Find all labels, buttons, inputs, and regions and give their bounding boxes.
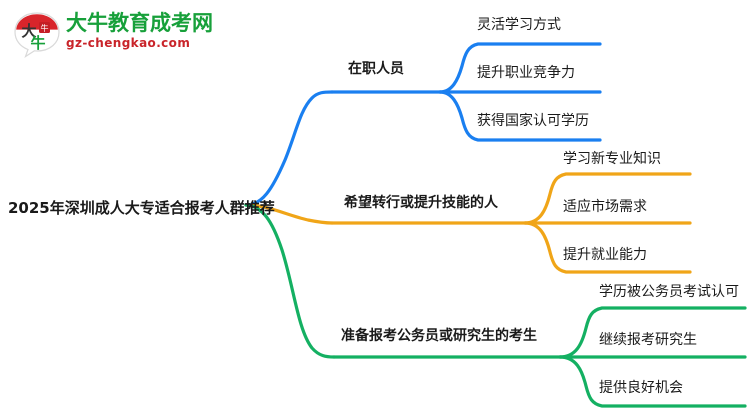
branch-line-exam-candidates xyxy=(244,203,747,408)
svg-text:牛: 牛 xyxy=(41,23,49,33)
logo-title: 大牛教育成考网 xyxy=(66,11,213,35)
mindmap-leaf-good-opportunities[interactable]: 提供良好机会 xyxy=(599,380,683,396)
mindmap-leaf-postgraduate-application[interactable]: 继续报考研究生 xyxy=(599,332,697,348)
mindmap-leaf-civil-service-recognition[interactable]: 学历被公务员考试认可 xyxy=(599,284,739,300)
mindmap-leaf-flexible-study[interactable]: 灵活学习方式 xyxy=(477,17,561,33)
logo-text-block: 大牛教育成考网 gz-chengkao.com xyxy=(66,11,213,51)
mindmap-node-exam-candidates[interactable]: 准备报考公务员或研究生的考生 xyxy=(341,328,537,344)
mindmap-node-career-change[interactable]: 希望转行或提升技能的人 xyxy=(344,195,498,211)
svg-text:牛: 牛 xyxy=(30,34,45,52)
mindmap-root-node[interactable]: 2025年深圳成人大专适合报考人群推荐 xyxy=(8,199,275,217)
daniu-logo-icon: 牛 大 牛 xyxy=(12,10,62,58)
logo-subtitle: gz-chengkao.com xyxy=(66,36,191,50)
mindmap-node-employed[interactable]: 在职人员 xyxy=(348,61,404,77)
svg-text:大: 大 xyxy=(21,22,36,40)
mindmap-leaf-new-professional-knowledge[interactable]: 学习新专业知识 xyxy=(563,151,661,167)
mindmap-leaf-market-demand[interactable]: 适应市场需求 xyxy=(563,199,647,215)
mindmap-leaf-employability[interactable]: 提升就业能力 xyxy=(563,247,647,263)
mindmap-leaf-national-recognized-degree[interactable]: 获得国家认可学历 xyxy=(477,113,589,129)
site-logo: 牛 大 牛 大牛教育成考网 gz-chengkao.com xyxy=(12,8,213,60)
mindmap-leaf-career-competitiveness[interactable]: 提升职业竞争力 xyxy=(477,65,575,81)
